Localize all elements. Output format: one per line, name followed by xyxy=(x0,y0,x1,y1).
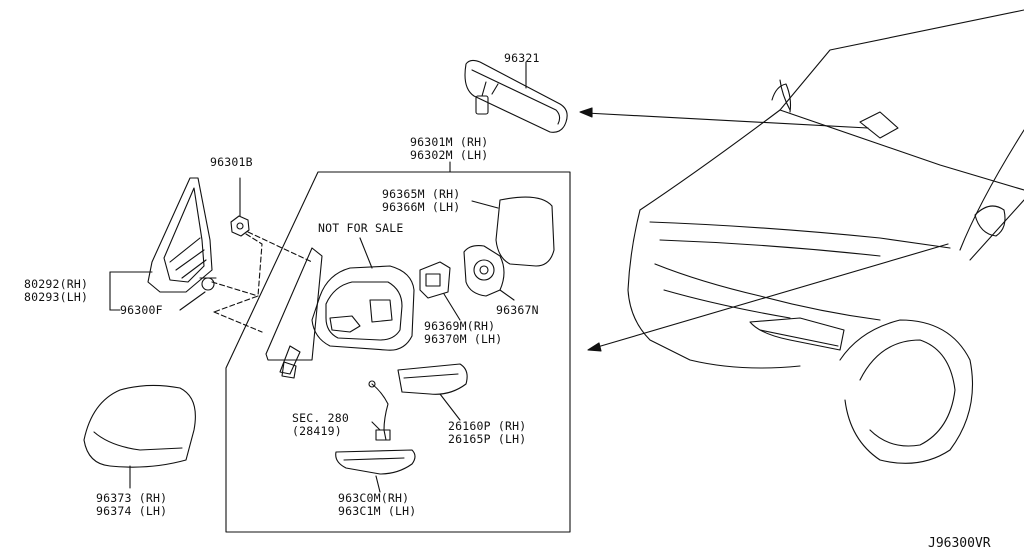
nut-96301b xyxy=(230,177,250,237)
label-not-for-sale: NOT FOR SALE xyxy=(318,221,404,235)
label-963c1m: 963C1M (LH) xyxy=(338,504,417,518)
label-26165p: 26165P (LH) xyxy=(448,432,527,446)
arrow-to-door-mirror xyxy=(587,243,949,352)
label-28419: (28419) xyxy=(292,424,342,438)
label-96321: 96321 xyxy=(504,51,540,65)
finisher-80292 xyxy=(109,177,213,293)
arrow-to-rear-mirror xyxy=(579,107,869,129)
label-leaders xyxy=(109,61,527,311)
harness-sec280 xyxy=(368,380,391,441)
label-96302m: 96302M (LH) xyxy=(410,148,489,162)
label-96365m: 96365M (RH) xyxy=(382,187,461,201)
car-front-view xyxy=(627,9,1024,464)
cover-963c0m xyxy=(335,449,416,493)
mirror-cover-96373 xyxy=(83,384,196,489)
dashed-leaders xyxy=(211,231,313,333)
label-96300f: 96300F xyxy=(120,303,163,317)
label-26160p: 26160P (RH) xyxy=(448,419,527,433)
label-80292: 80292(RH) xyxy=(24,277,89,291)
rear-view-mirror xyxy=(464,59,568,133)
mirror-glass-96365m xyxy=(471,196,555,267)
label-96370m: 96370M (LH) xyxy=(424,332,503,346)
label-963c0m: 963C0M(RH) xyxy=(338,491,410,505)
diagram-reference-code: J96300VR xyxy=(928,536,991,551)
label-96301m: 96301M (RH) xyxy=(410,135,489,149)
label-96301b: 96301B xyxy=(210,155,253,169)
actuator-96369m xyxy=(419,261,461,321)
label-80293: 80293(LH) xyxy=(24,290,89,304)
label-96367n: 96367N xyxy=(496,303,539,317)
label-96369m: 96369M(RH) xyxy=(424,319,496,333)
label-96373: 96373 (RH) xyxy=(96,491,168,505)
label-sec280: SEC. 280 xyxy=(292,411,349,425)
holder-96367n xyxy=(463,245,515,301)
turn-lamp-26160p xyxy=(397,363,468,421)
screw-96300f xyxy=(179,277,217,311)
label-96374: 96374 (LH) xyxy=(96,504,168,518)
assembly-boundary xyxy=(225,171,571,533)
door-mirror-body xyxy=(311,237,415,351)
label-96366m: 96366M (LH) xyxy=(382,200,461,214)
door-mirror-base xyxy=(265,247,323,379)
